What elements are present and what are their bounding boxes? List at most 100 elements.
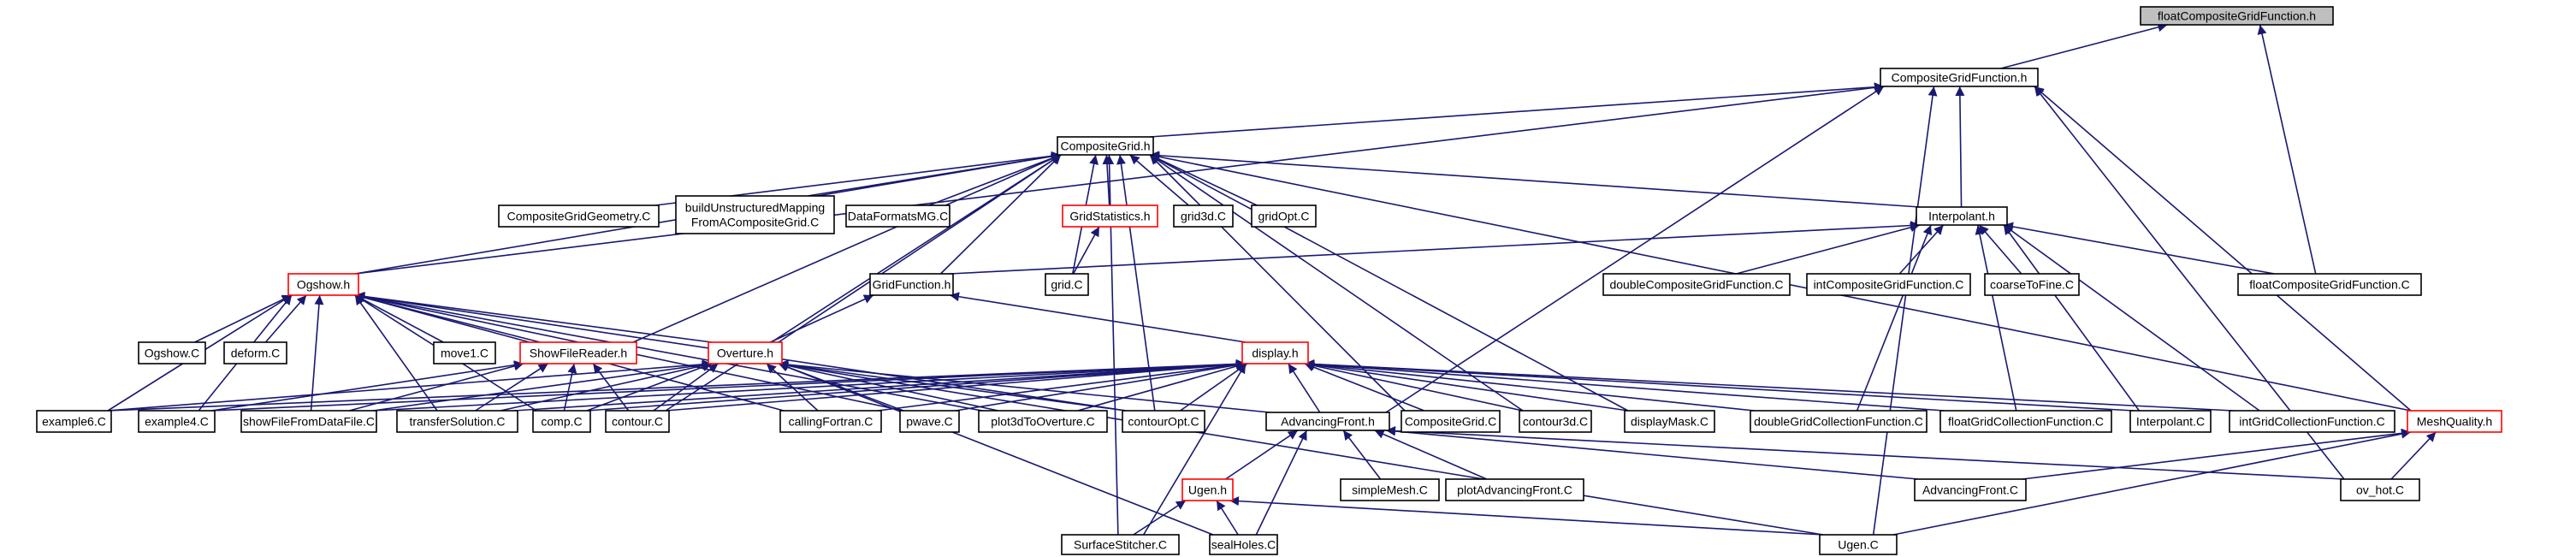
node-box bbox=[433, 341, 496, 364]
node-ovhot-c[interactable]: ov_hot.C bbox=[2340, 478, 2420, 501]
node-interp-h[interactable]: Interpolant.h bbox=[1916, 206, 2008, 226]
node-box bbox=[1173, 204, 1234, 228]
node-cg-c[interactable]: CompositeGrid.C bbox=[1401, 410, 1501, 433]
node-dm-c[interactable]: displayMask.C bbox=[1624, 410, 1715, 433]
node-label: doubleGridCollectionFunction.C bbox=[1754, 415, 1923, 429]
node-comp-c[interactable]: comp.C bbox=[532, 410, 591, 433]
node-dgcf-c[interactable]: doubleGridCollectionFunction.C bbox=[1750, 410, 1928, 433]
node-dfmg-c[interactable]: DataFormatsMG.C bbox=[845, 204, 950, 228]
node-box bbox=[1251, 204, 1317, 228]
node-label: floatGridCollectionFunction.C bbox=[1948, 415, 2104, 429]
edge-sffdf_c-to-ogshow_h bbox=[310, 294, 324, 412]
node-gridopt-c[interactable]: gridOpt.C bbox=[1251, 204, 1317, 228]
node-gstat-h[interactable]: GridStatistics.h bbox=[1062, 204, 1158, 228]
node-p3d-c[interactable]: plot3dToOverture.C bbox=[978, 410, 1108, 433]
node-gridfunc-h[interactable]: GridFunction.h bbox=[869, 273, 954, 296]
node-label: intGridCollectionFunction.C bbox=[2239, 415, 2384, 429]
node-box bbox=[2229, 410, 2395, 433]
node-box bbox=[845, 204, 950, 228]
node-sfr-h[interactable]: ShowFileReader.h bbox=[519, 341, 637, 364]
node-ugen-c[interactable]: Ugen.C bbox=[1819, 534, 1898, 555]
node-box bbox=[1340, 478, 1440, 501]
edge-move1_c-to-ogshow_h bbox=[354, 294, 444, 343]
edge-p3d_c-to-display_h bbox=[1077, 361, 1247, 412]
node-ugen-h[interactable]: Ugen.h bbox=[1181, 478, 1234, 501]
edge-ex4_c-to-sfr_h bbox=[210, 360, 524, 412]
node-deform-c[interactable]: deform.C bbox=[223, 341, 287, 364]
node-label: pwave.C bbox=[906, 415, 952, 429]
node-ss-c[interactable]: SurfaceStitcher.C bbox=[1061, 534, 1180, 555]
node-display-h[interactable]: display.h bbox=[1241, 341, 1309, 364]
node-mq-h[interactable]: MeshQuality.h bbox=[2407, 410, 2502, 433]
node-contour-c[interactable]: contour.C bbox=[605, 410, 670, 433]
node-ex6-c[interactable]: example6.C bbox=[36, 410, 112, 433]
node-label: contour3d.C bbox=[1523, 415, 1588, 429]
node-label: callingFortran.C bbox=[789, 415, 873, 429]
node-label: AdvancingFront.C bbox=[1922, 483, 2018, 497]
node-sffdf-c[interactable]: showFileFromDataFile.C bbox=[240, 410, 377, 433]
node-box bbox=[1241, 341, 1309, 364]
edge-grid_c-to-gstat_h bbox=[1072, 226, 1100, 275]
edge-af_h-to-overture_h bbox=[778, 359, 1270, 413]
node-label: display.h bbox=[1252, 347, 1298, 360]
edge-ex6_c-to-overture_h bbox=[107, 359, 713, 412]
node-cggeom-c[interactable]: CompositeGridGeometry.C bbox=[498, 204, 660, 228]
node-label: doubleCompositeGridFunction.C bbox=[1609, 278, 1783, 292]
node-label: contourOpt.C bbox=[1128, 415, 1199, 429]
node-label: sealHoles.C bbox=[1211, 538, 1276, 552]
node-ts-c[interactable]: transferSolution.C bbox=[396, 410, 518, 433]
node-label: ShowFileReader.h bbox=[530, 347, 627, 360]
edge-ss_c-to-ugen_h bbox=[1133, 500, 1187, 536]
node-box bbox=[1057, 136, 1154, 156]
node-ogshow-c[interactable]: Ogshow.C bbox=[138, 341, 206, 364]
node-ogshow-h[interactable]: Ogshow.h bbox=[287, 273, 359, 296]
edge-paf_c-to-af_h bbox=[1374, 430, 1488, 480]
edge-dgcf_c-to-display_h bbox=[1304, 359, 1755, 412]
edge-af_h-to-cgf_h bbox=[1385, 86, 1885, 413]
node-build-c[interactable]: buildUnstructuredMappingFromACompositeGr… bbox=[675, 195, 835, 234]
node-fcgf-c[interactable]: floatCompositeGridFunction.C bbox=[2237, 273, 2422, 296]
node-label: SurfaceStitcher.C bbox=[1074, 538, 1167, 552]
node-dcgf-c[interactable]: doubleCompositeGridFunction.C bbox=[1602, 273, 1791, 296]
node-label: plot3dToOverture.C bbox=[991, 415, 1094, 429]
node-cgf-h[interactable]: CompositeGridFunction.h bbox=[1880, 68, 2039, 87]
edge-ogshow_h-to-cgf_h bbox=[354, 82, 1885, 275]
node-label: CompositeGridFunction.h bbox=[1892, 71, 2028, 85]
node-box bbox=[138, 341, 206, 364]
node-copt-c[interactable]: contourOpt.C bbox=[1122, 410, 1205, 433]
node-fgcf-c[interactable]: floatGridCollectionFunction.C bbox=[1939, 410, 2112, 433]
node-label: Ugen.h bbox=[1188, 483, 1227, 497]
node-label: GridFunction.h bbox=[873, 278, 951, 292]
edge-af_c-to-af_h bbox=[1385, 426, 1919, 480]
node-grid3d-c[interactable]: grid3d.C bbox=[1173, 204, 1234, 228]
node-label: DataFormatsMG.C bbox=[848, 210, 948, 223]
node-box bbox=[1519, 410, 1592, 433]
edge-ovhot_c-to-af_h bbox=[1385, 426, 2345, 480]
node-igcf-c[interactable]: intGridCollectionFunction.C bbox=[2229, 410, 2395, 433]
node-move1-c[interactable]: move1.C bbox=[433, 341, 496, 364]
node-overture-h[interactable]: Overture.h bbox=[708, 341, 783, 364]
node-c2f-c[interactable]: coarseToFine.C bbox=[1984, 273, 2080, 296]
node-grid-c[interactable]: grid.C bbox=[1045, 273, 1089, 296]
node-box bbox=[1209, 534, 1278, 555]
node-sm-c[interactable]: simpleMesh.C bbox=[1340, 478, 1440, 501]
node-box bbox=[2237, 273, 2422, 296]
node-interp-c[interactable]: Interpolant.C bbox=[2129, 410, 2212, 433]
node-cg-h[interactable]: CompositeGrid.h bbox=[1057, 136, 1154, 156]
node-pwave-c[interactable]: pwave.C bbox=[899, 410, 960, 433]
node-icgf-c[interactable]: intCompositeGridFunction.C bbox=[1806, 273, 1971, 296]
node-c3d-c[interactable]: contour3d.C bbox=[1519, 410, 1592, 433]
edge-ugen_h-to-af_h bbox=[1225, 430, 1299, 480]
node-paf-c[interactable]: plotAdvancingFront.C bbox=[1445, 478, 1584, 501]
edge-fgcf_c-to-display_h bbox=[1304, 359, 1945, 412]
node-fcgf-h[interactable]: floatCompositeGridFunction.h bbox=[2140, 6, 2334, 26]
node-af-c[interactable]: AdvancingFront.C bbox=[1914, 478, 2027, 501]
node-label: Overture.h bbox=[717, 347, 773, 360]
node-box bbox=[519, 341, 637, 364]
node-ex4-c[interactable]: example4.C bbox=[138, 410, 216, 433]
node-af-h[interactable]: AdvancingFront.h bbox=[1265, 412, 1390, 431]
edge-c3d_c-to-cg_h bbox=[1149, 154, 1524, 412]
node-sh-c[interactable]: sealHoles.C bbox=[1209, 534, 1278, 555]
node-label: floatCompositeGridFunction.h bbox=[2158, 9, 2316, 23]
node-cf-c[interactable]: callingFortran.C bbox=[779, 410, 882, 433]
